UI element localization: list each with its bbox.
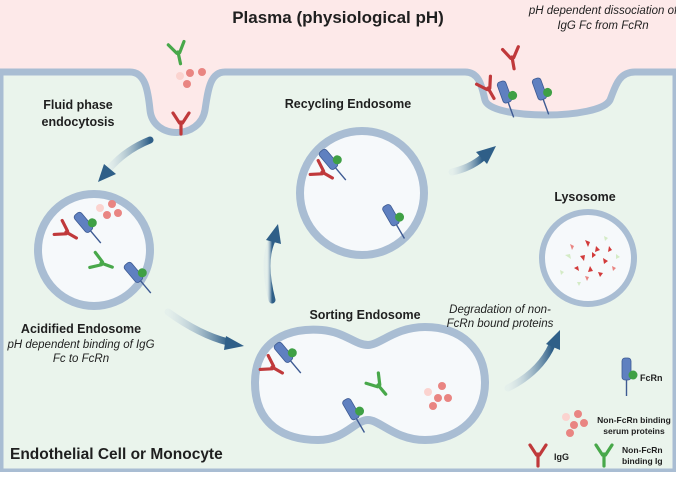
acidified-endosome [34, 190, 160, 310]
lysosome-label: Lysosome [554, 190, 616, 204]
sorting-endosome-label: Sorting Endosome [309, 308, 421, 322]
recycling-endosome [296, 127, 428, 259]
arrow-to-plasma [448, 146, 496, 176]
degradation-label: Degradation of non-FcRn bound proteins [446, 304, 554, 330]
arrow-to-recycling [263, 224, 281, 304]
sorting-endosome [250, 322, 490, 445]
fluid-phase-label: Fluid phase endocytosis [41, 98, 115, 129]
lysosome [539, 209, 637, 307]
legend-nonfcrn-ig-label: Non-FcRn binding Ig [622, 445, 663, 466]
arrow-to-sorting [164, 308, 244, 350]
acidified-endosome-label: Acidified Endosome [20, 322, 142, 336]
plasma-proteins [176, 68, 206, 88]
arrow-endocytosis [98, 136, 154, 182]
cell-title: Endothelial Cell or Monocyte [10, 446, 223, 463]
legend-igg-label: IgG [554, 452, 569, 462]
plasma-title: Plasma (physiological pH) [232, 8, 444, 27]
arrow-to-lysosome [504, 330, 560, 392]
cell-membrane [0, 68, 676, 476]
dissociation-label: pH dependent dissociation of IgG Fc from… [528, 5, 676, 32]
endocytic-pit [150, 80, 205, 125]
legend-fcrn-label: FcRn [640, 373, 663, 383]
legend-proteins-label: Non-FcRn binding serum proteins [597, 415, 671, 436]
legend-protein-icon [562, 410, 588, 437]
recycling-endosome-label: Recycling Endosome [284, 97, 412, 111]
acidified-endosome-sublabel: pH dependent binding of IgG Fc to FcRn [7, 339, 155, 365]
